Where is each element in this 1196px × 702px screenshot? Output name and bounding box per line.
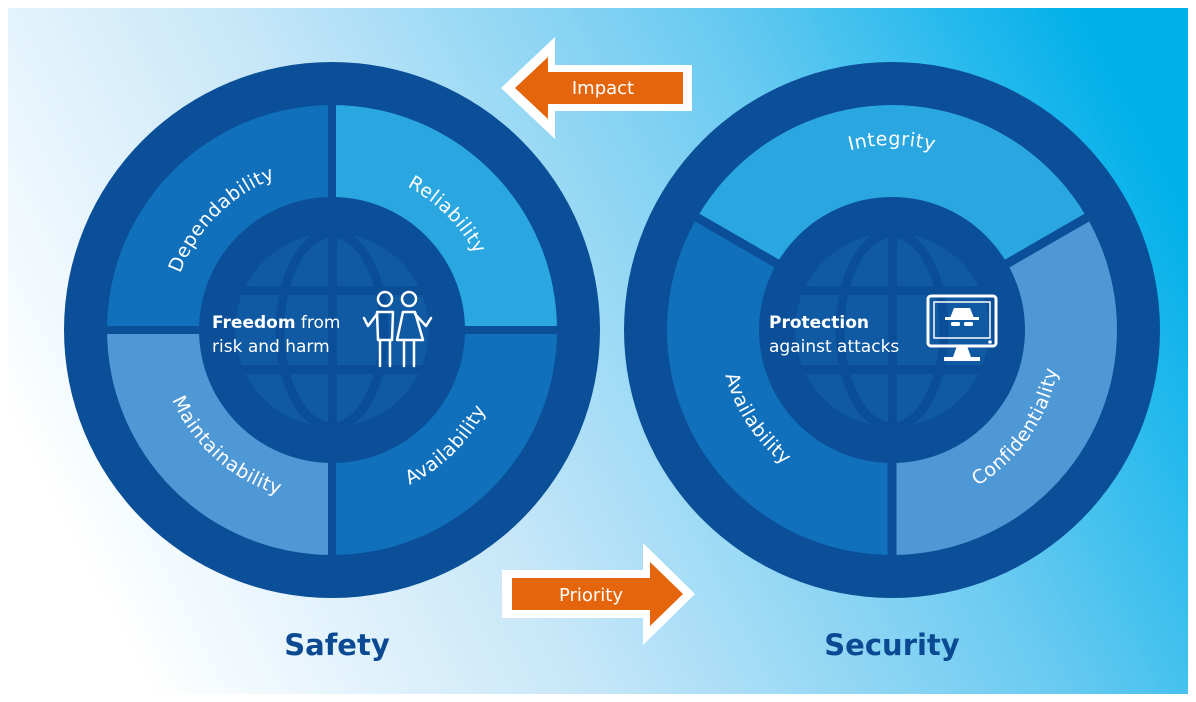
safety-center-line2: risk and harm [212,337,330,357]
security-circle: Integrity Availability Confidentiality P… [624,62,1160,662]
two-people-icon [362,290,433,368]
impact-arrow: Impact [501,37,692,139]
priority-label: Priority [559,585,623,606]
priority-arrow: Priority [502,543,695,645]
impact-label: Impact [572,78,634,99]
security-center-line2: against attacks [769,337,899,357]
safety-center-line1: Freedom from [212,313,341,333]
security-title: Security [824,628,959,662]
safety-title: Safety [284,628,390,662]
security-center-line1: Protection [769,313,869,333]
safety-circle: Dependability Reliability Maintainabilit… [64,62,600,662]
hacker-monitor-icon [926,294,998,361]
globe-icon [795,233,989,427]
globe-icon [235,233,429,427]
